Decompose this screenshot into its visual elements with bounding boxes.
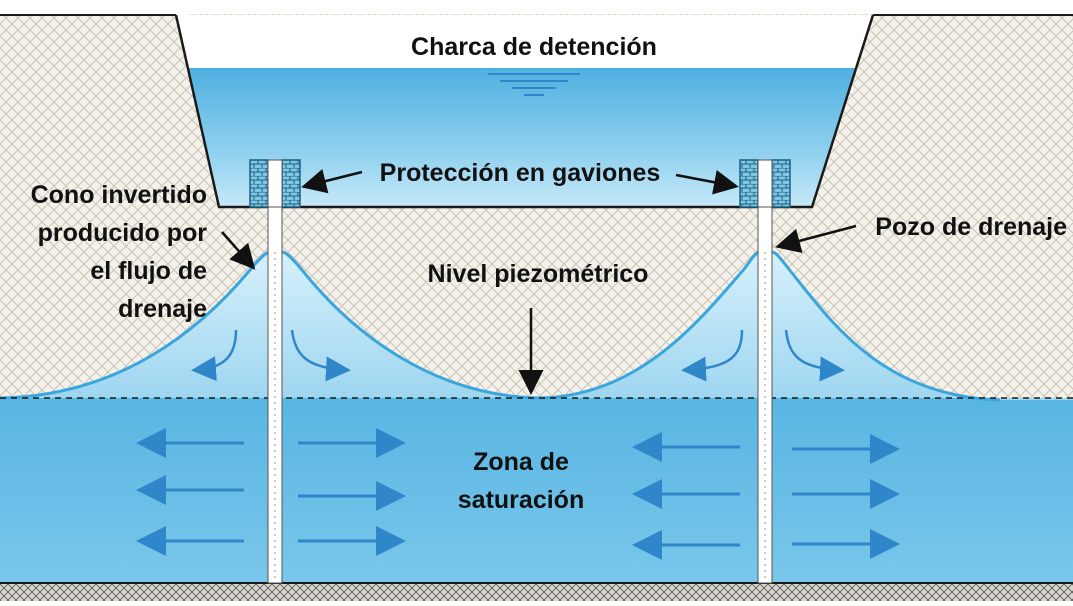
gabion-right [739, 159, 791, 208]
cone-flow-arrows [191, 329, 845, 382]
saturation-label-line2: saturación [458, 486, 584, 514]
pond-title: Charca de detención [411, 33, 657, 61]
pointer-cone [221, 231, 256, 270]
water-surface-symbol-icon [488, 73, 580, 96]
cone-label-line4: drenaje [118, 295, 207, 323]
saturation-label-line1: Zona de [473, 448, 569, 476]
drain-well-label: Pozo de drenaje [875, 213, 1067, 241]
bedrock-base [0, 583, 1073, 601]
pointer-drain-well [775, 224, 857, 253]
pointer-gabions-left [301, 169, 363, 194]
curved-arrow-right-2 [784, 329, 845, 382]
saturation-flow-arrows [136, 428, 900, 560]
gabion-left [249, 159, 301, 208]
curved-arrow-left-1 [191, 329, 238, 382]
drain-well-right [757, 206, 773, 584]
pointer-gabions-right [675, 169, 739, 195]
cone-label-line1: Cono invertido [31, 181, 207, 209]
piezometric-label: Nivel piezométrico [428, 260, 649, 288]
pointer-arrows [221, 169, 857, 395]
top-margin [0, 0, 1073, 14]
drain-well-left [267, 206, 283, 584]
curved-arrow-right-1 [681, 329, 744, 382]
cone-right [540, 252, 1073, 400]
cone-label-line2: producido por [38, 219, 208, 247]
pond-water [189, 68, 856, 207]
cone-label-line3: el flujo de [90, 257, 207, 285]
gabions-label: Protección en gaviones [380, 159, 661, 187]
curved-arrow-left-2 [290, 329, 351, 382]
pond-outline [174, 14, 875, 209]
